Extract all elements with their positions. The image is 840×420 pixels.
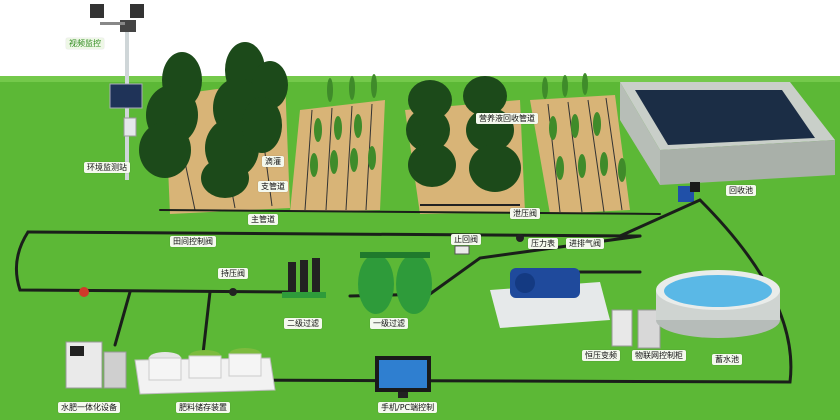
label-fertilizer-storage: 肥料储存装置 — [176, 402, 230, 413]
horizon-strip — [0, 76, 840, 82]
field-dark-trees — [405, 76, 525, 214]
label-secondary-filter: 二级过滤 — [284, 318, 322, 329]
recovery-pool — [620, 82, 835, 185]
field-large-trees — [139, 42, 290, 214]
integrated-fertigation-unit — [65, 341, 127, 389]
label-video-monitor: 视频监控 — [66, 38, 104, 49]
pc-monitor-icon — [375, 356, 431, 398]
label-iot-cabinet: 物联网控制柜 — [632, 350, 686, 361]
label-primary-filter: 一级过滤 — [370, 318, 408, 329]
label-env-station: 环境监测站 — [84, 162, 130, 173]
label-check-valve: 止回阀 — [451, 234, 481, 245]
pump-station — [490, 268, 610, 328]
solar-panel-icon — [109, 83, 143, 109]
fertilizer-storage-device — [134, 348, 276, 395]
vfd-cabinet — [611, 309, 633, 347]
label-remote-control: 手机/PC端控制 — [378, 402, 438, 413]
label-holding-valve: 持压阀 — [218, 268, 248, 279]
video-monitor-pole — [90, 4, 144, 180]
label-field-valve: 田间控制阀 — [170, 236, 216, 247]
label-pressure-gauge: 压力表 — [528, 238, 558, 249]
label-intake-exhaust-valve: 进排气阀 — [566, 238, 604, 249]
holding-valve-marker — [79, 287, 89, 297]
label-main-pipe: 主管道 — [248, 214, 278, 225]
field-saplings-right — [530, 73, 630, 214]
label-nutrient-return: 营养液回收管道 — [476, 113, 538, 124]
recovery-pump — [678, 182, 700, 202]
pressure-gauge-icon — [516, 234, 524, 242]
label-recovery-pool: 回收池 — [726, 185, 756, 196]
check-valve-icon — [454, 245, 470, 255]
reservoir — [656, 270, 780, 338]
holding-valve-icon — [229, 288, 237, 296]
label-drip-irrigation: 滴灌 — [262, 156, 284, 167]
secondary-filter — [282, 258, 326, 298]
label-pressure-valve: 泄压阀 — [510, 208, 540, 219]
label-reservoir: 蓄水池 — [712, 354, 742, 365]
label-constant-pressure-vfd: 恒压变频 — [582, 350, 620, 361]
primary-filter — [358, 252, 432, 314]
label-integrated-unit: 水肥一体化设备 — [58, 402, 120, 413]
field-saplings — [290, 74, 385, 212]
label-branch-pipe: 支管道 — [258, 181, 288, 192]
iot-control-cabinet — [637, 309, 661, 349]
